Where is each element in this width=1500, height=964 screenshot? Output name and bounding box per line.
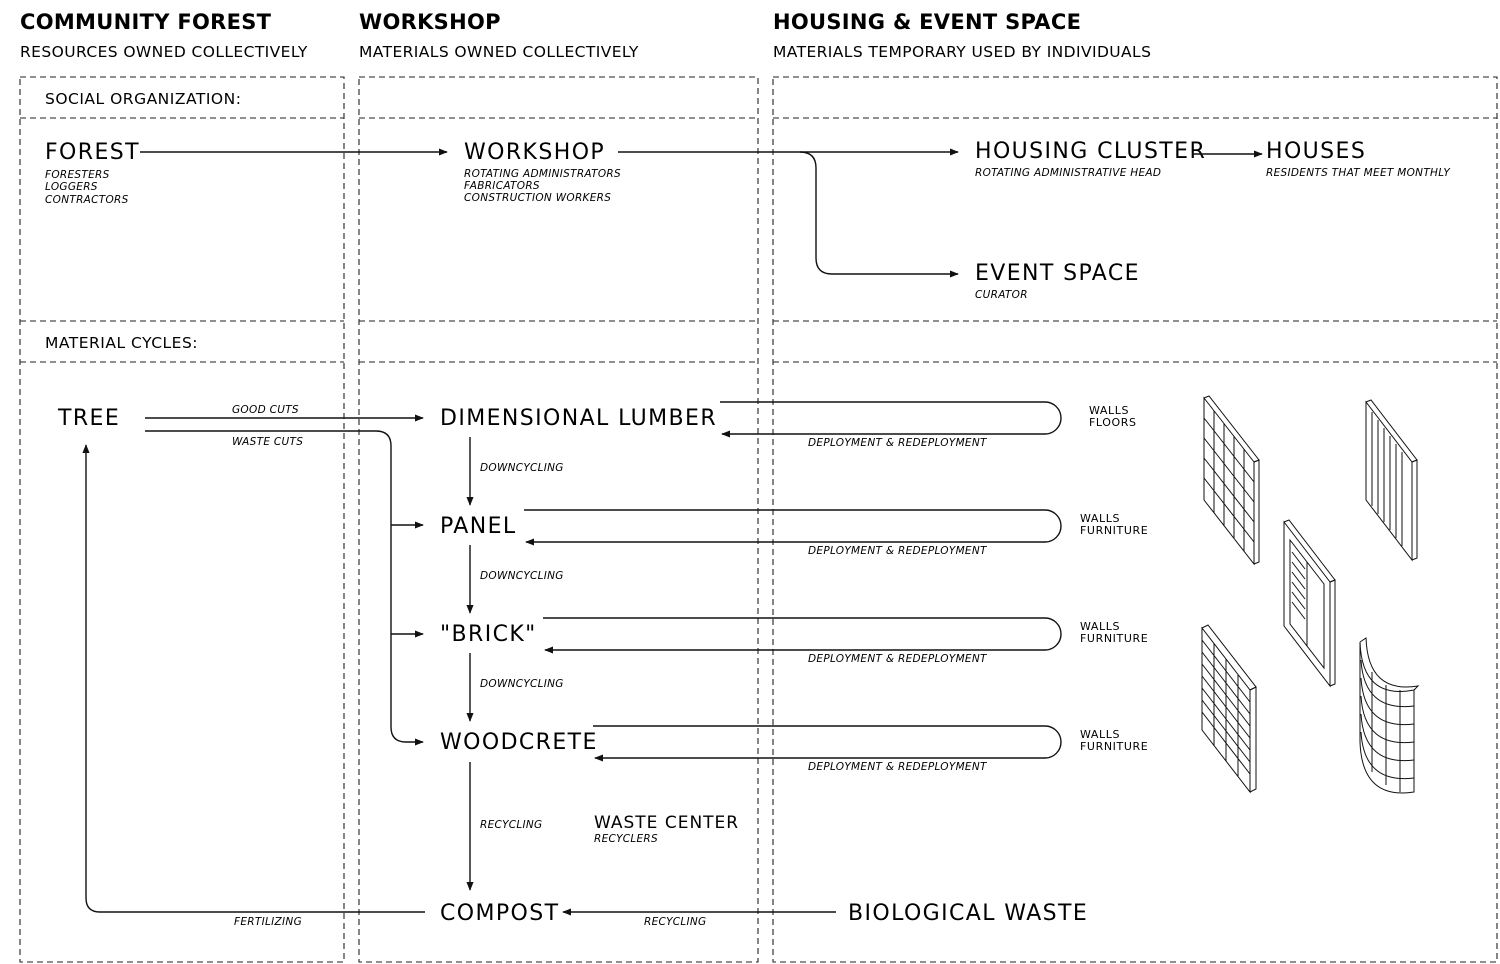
brick-use-walls: WALLS bbox=[1080, 620, 1120, 633]
woodcrete-use-furniture: FURNITURE bbox=[1080, 740, 1148, 753]
forest-role-contractors: CONTRACTORS bbox=[45, 194, 129, 206]
deployment-label-brick: DEPLOYMENT & REDEPLOYMENT bbox=[808, 653, 988, 665]
row-dividers bbox=[20, 117, 1497, 363]
housing-cluster-node: HOUSING CLUSTER bbox=[975, 139, 1206, 164]
deployment-loop-lumber: DEPLOYMENT & REDEPLOYMENT WALLS FLOORS bbox=[720, 401, 1137, 449]
woodcrete-node: WOODCRETE bbox=[440, 730, 598, 755]
deployment-loop-panel: DEPLOYMENT & REDEPLOYMENT WALLS FURNITUR… bbox=[524, 509, 1148, 557]
downcycling-label-2: DOWNCYCLING bbox=[480, 570, 564, 582]
fertilizing-label: FERTILIZING bbox=[234, 916, 302, 928]
good-cuts-label: GOOD CUTS bbox=[232, 404, 299, 416]
fertilizing-arrow bbox=[82, 444, 425, 913]
deployment-loop-woodcrete: DEPLOYMENT & REDEPLOYMENT WALLS FURNITUR… bbox=[593, 725, 1148, 773]
waste-cuts-label: WASTE CUTS bbox=[232, 436, 303, 448]
waste-center-role: RECYCLERS bbox=[594, 833, 658, 845]
tree-node: TREE bbox=[57, 406, 120, 431]
social-arrows bbox=[140, 148, 1263, 278]
brick-use-furniture: FURNITURE bbox=[1080, 632, 1148, 645]
dimensional-lumber-node: DIMENSIONAL LUMBER bbox=[440, 406, 717, 431]
workshop-role-administrators: ROTATING ADMINISTRATORS bbox=[464, 168, 621, 180]
lumber-use-floors: FLOORS bbox=[1089, 416, 1137, 429]
community-forest-subtitle: RESOURCES OWNED COLLECTIVELY bbox=[20, 43, 308, 61]
compost-node: COMPOST bbox=[440, 901, 559, 926]
waste-center-node: WASTE CENTER bbox=[594, 813, 739, 833]
workshop-column-title: WORKSHOP bbox=[359, 10, 501, 34]
lumber-grid-wall-illustration bbox=[1203, 395, 1260, 566]
biological-waste-node: BIOLOGICAL WASTE bbox=[848, 901, 1088, 926]
event-space-node: EVENT SPACE bbox=[975, 261, 1140, 286]
forest-role-loggers: LOGGERS bbox=[45, 181, 98, 193]
deployment-loop-brick: DEPLOYMENT & REDEPLOYMENT WALLS FURNITUR… bbox=[543, 617, 1148, 665]
downcycling-label-3: DOWNCYCLING bbox=[480, 678, 564, 690]
social-organization-label: SOCIAL ORGANIZATION: bbox=[45, 90, 241, 108]
housing-frame bbox=[772, 76, 1498, 963]
panel-use-walls: WALLS bbox=[1080, 512, 1120, 525]
woodcrete-use-walls: WALLS bbox=[1080, 728, 1120, 741]
downcycling-label-1: DOWNCYCLING bbox=[480, 462, 564, 474]
community-forest-title: COMMUNITY FOREST bbox=[20, 10, 272, 34]
curved-woodcrete-wall-illustration bbox=[1359, 637, 1420, 794]
community-forest-frame bbox=[19, 76, 345, 963]
workshop-node: WORKSHOP bbox=[464, 140, 605, 165]
deployment-label-panel: DEPLOYMENT & REDEPLOYMENT bbox=[808, 545, 988, 557]
forest-node: FOREST bbox=[45, 140, 140, 165]
lumber-use-walls: WALLS bbox=[1089, 404, 1129, 417]
housing-column-title: HOUSING & EVENT SPACE bbox=[773, 10, 1081, 34]
recycling-label-woodcrete: RECYCLING bbox=[480, 819, 542, 831]
workshop-frame bbox=[358, 76, 759, 963]
slatted-panel-illustration bbox=[1365, 399, 1418, 562]
housing-cluster-role: ROTATING ADMINISTRATIVE HEAD bbox=[975, 167, 1161, 179]
brick-node: "BRICK" bbox=[440, 622, 537, 647]
forest-role-foresters: FORESTERS bbox=[45, 169, 110, 181]
deployment-label-woodcrete: DEPLOYMENT & REDEPLOYMENT bbox=[808, 761, 988, 773]
housing-column-subtitle: MATERIALS TEMPORARY USED BY INDIVIDUALS bbox=[773, 43, 1151, 61]
workshop-role-fabricators: FABRICATORS bbox=[464, 180, 540, 192]
deployment-label-lumber: DEPLOYMENT & REDEPLOYMENT bbox=[808, 437, 988, 449]
panel-use-furniture: FURNITURE bbox=[1080, 524, 1148, 537]
brick-block-wall-illustration bbox=[1201, 624, 1257, 794]
workshop-column-subtitle: MATERIALS OWNED COLLECTIVELY bbox=[359, 43, 639, 61]
recycling-label-biological: RECYCLING bbox=[644, 916, 706, 928]
material-cycles-label: MATERIAL CYCLES: bbox=[45, 334, 198, 352]
workshop-role-construction-workers: CONSTRUCTION WORKERS bbox=[464, 192, 611, 204]
houses-role: RESIDENTS THAT MEET MONTHLY bbox=[1266, 167, 1451, 179]
waste-cuts-line bbox=[145, 430, 424, 746]
panel-node: PANEL bbox=[440, 514, 517, 539]
houses-node: HOUSES bbox=[1266, 139, 1366, 164]
workshop-to-event-space-arrow bbox=[799, 151, 959, 278]
event-space-role: CURATOR bbox=[975, 289, 1028, 301]
window-panel-illustration bbox=[1283, 519, 1336, 688]
